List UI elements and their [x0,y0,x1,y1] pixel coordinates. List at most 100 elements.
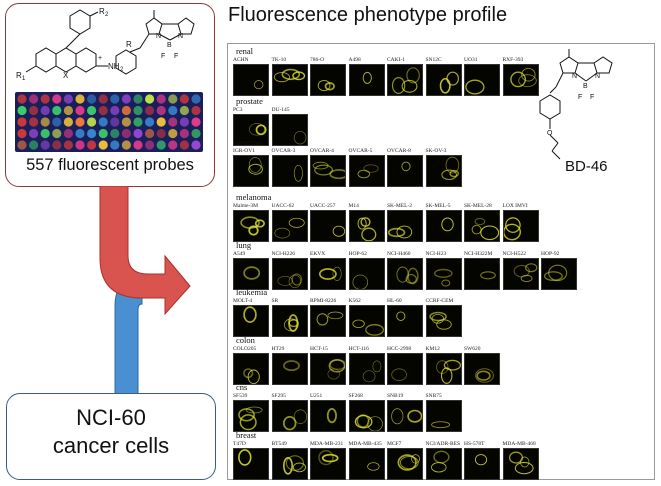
cell-line-label: U251 [310,393,323,399]
plate-well [110,128,120,139]
cell-outline [407,409,422,423]
cell-outline [366,462,379,471]
cell-outline [357,169,370,179]
cell-fluorescence-image [435,359,461,384]
cell-outline [543,271,563,282]
cell-outline [314,164,334,176]
cell-outline [435,360,448,374]
plate-well [121,140,131,150]
plate-well [191,94,201,104]
cell-line-label: SF539 [233,393,248,399]
cell-outline [443,359,461,371]
cell-image-tile [233,258,269,290]
cell-line-label: NCI-H522 [502,251,527,257]
merge-arrow [99,186,191,416]
cell-outline [428,311,447,322]
cell-fluorescence-image [430,450,449,473]
plate-well [168,117,178,127]
cell-image-tile [387,155,423,187]
plate-well [133,140,143,150]
cell-outline [475,368,494,383]
cell-outline [327,368,340,380]
cell-image-tile [310,64,346,96]
cell-outline [317,79,331,92]
cell-outline [503,223,521,241]
cell-fluorescence-image [396,266,419,285]
plate-well [110,105,120,116]
plate-well [121,105,131,116]
plate-well [63,128,73,139]
cell-outline [401,161,411,172]
cell-image-tile [348,64,385,96]
cell-outline [391,77,406,95]
cell-line-label: A549 [233,251,246,257]
plate-well [63,117,73,127]
cell-outline [508,451,523,464]
cell-outline [406,67,420,84]
cell-outline [514,462,534,475]
cell-outline [433,268,453,279]
cell-line-label: SNB19 [387,393,404,399]
plate-well [133,94,143,104]
plate-well [52,128,62,139]
cell-fluorescence-image [282,409,307,431]
plate-well [29,140,39,150]
plate-well [98,128,108,139]
cell-line-label: PC3 [233,107,243,113]
cell-outline [362,164,379,173]
cell-fluorescence-image [248,157,263,175]
cell-outline [255,124,267,136]
plate-well [191,105,201,116]
cell-line-label: HCT-15 [310,346,328,352]
cell-image-tile [464,258,500,290]
cell-outline [430,462,447,473]
cell-line-label: IGR-OV1 [233,148,255,154]
r2-label: R [99,7,105,16]
cell-outline [352,274,368,289]
cell-image-tile [425,400,462,432]
cell-outline [288,319,299,328]
cell-outline [243,266,261,280]
cell-outline [273,227,290,239]
plate-well [121,117,131,127]
plate-well [29,105,39,116]
cell-fluorescence-image [362,360,381,383]
cell-line-label: HL-60 [387,298,402,304]
plate-well [87,117,97,127]
plate-well [17,140,27,150]
plate-well [145,117,155,127]
cell-image-tile [464,448,500,480]
cell-fluorescence-image [327,359,345,380]
cell-image-tile [387,400,423,432]
cell-image-tile [348,305,385,337]
plate-well [87,94,97,104]
cell-outline [524,263,537,273]
cell-fluorescence-image [326,408,338,424]
plate-well [75,94,85,104]
plate-well [156,128,166,139]
cell-fluorescence-image [354,414,383,431]
cell-outline [292,462,306,473]
cell-outline [405,274,417,284]
cell-image-tile [233,448,269,480]
cell-outline [243,306,257,323]
cell-image-tile [233,114,269,146]
cell-outline [248,163,263,175]
cell-line-label: CAKI-1 [387,57,406,63]
cell-outline [504,217,521,233]
cell-fluorescence-image [243,368,260,384]
cell-fluorescence-image [351,319,384,336]
cell-fluorescence-image [397,454,420,471]
cell-fluorescence-image [254,80,264,90]
cell-fluorescence-image [480,271,496,280]
cell-line-label: SN12C [425,57,442,63]
cell-line-label: BT549 [271,441,287,447]
cell-outline [239,414,257,431]
cell-image-tile [310,448,346,480]
cell-fluorescence-image [401,161,411,172]
plate-well [29,128,39,139]
cell-fluorescence-image [471,217,499,241]
well-plate-image [15,92,203,152]
cell-outline [245,406,263,414]
tissue-label-colon: colon [236,335,255,345]
